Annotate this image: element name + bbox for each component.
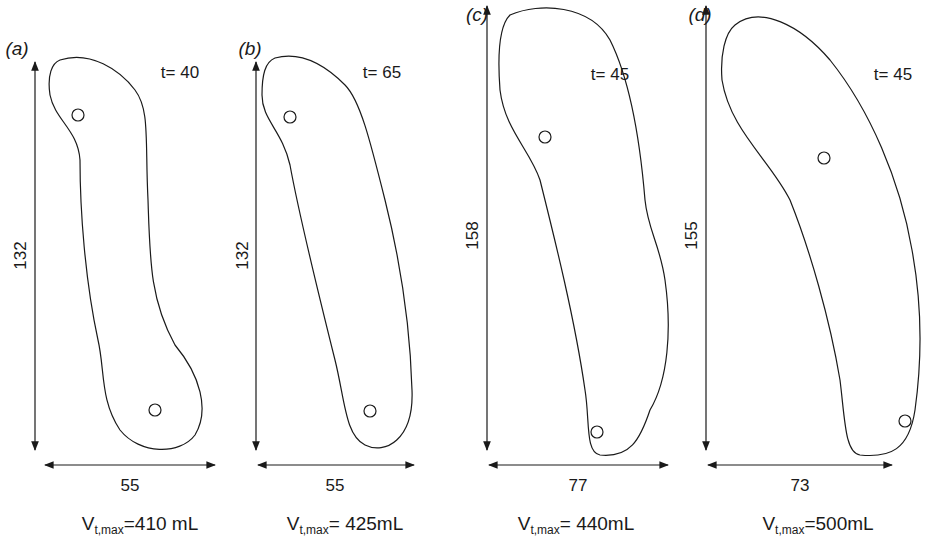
dimension-arrow [255,62,256,450]
dimension-value: 132 [234,241,251,269]
shape-outline [262,56,412,448]
dimension-arrow [34,62,35,450]
time-label: t= 45 [591,66,629,83]
dimension-value: 155 [683,221,700,249]
panel-letter: (d) [688,5,711,24]
marker-circle [149,404,161,416]
shape-outline [722,17,921,456]
panel-letter: (b) [238,39,261,58]
dimension-value: 73 [791,477,810,494]
time-label: t= 65 [363,64,401,81]
time-label: t= 40 [161,64,199,81]
dimension-value: 55 [326,477,345,494]
dimension-value: 132 [12,241,29,269]
marker-circle [591,426,603,438]
time-label: t= 45 [874,66,912,83]
dimension-arrow [45,464,215,465]
marker-circle [899,415,911,427]
marker-circle [284,111,296,123]
panel-letter: (a) [5,39,28,58]
dimension-arrow [486,6,487,450]
marker-circle [539,131,551,143]
dimension-arrow [708,464,892,465]
dimension-arrow [258,464,414,465]
volume-label: Vt,max=500mL [762,514,873,536]
volume-label: Vt,max=410 mL [82,514,199,536]
marker-circle [364,405,376,417]
dimension-arrow [489,464,668,465]
marker-circle [72,109,84,121]
dimension-value: 77 [569,477,588,494]
dimension-value: 55 [121,477,140,494]
marker-circle [818,152,830,164]
panel-letter: (c) [466,5,488,24]
shape-outline [499,8,668,455]
dimension-value: 158 [464,221,481,249]
volume-label: Vt,max= 440mL [518,514,635,536]
volume-label: Vt,max= 425mL [287,514,404,536]
dimension-arrow [705,6,706,450]
shape-outline [49,57,202,449]
